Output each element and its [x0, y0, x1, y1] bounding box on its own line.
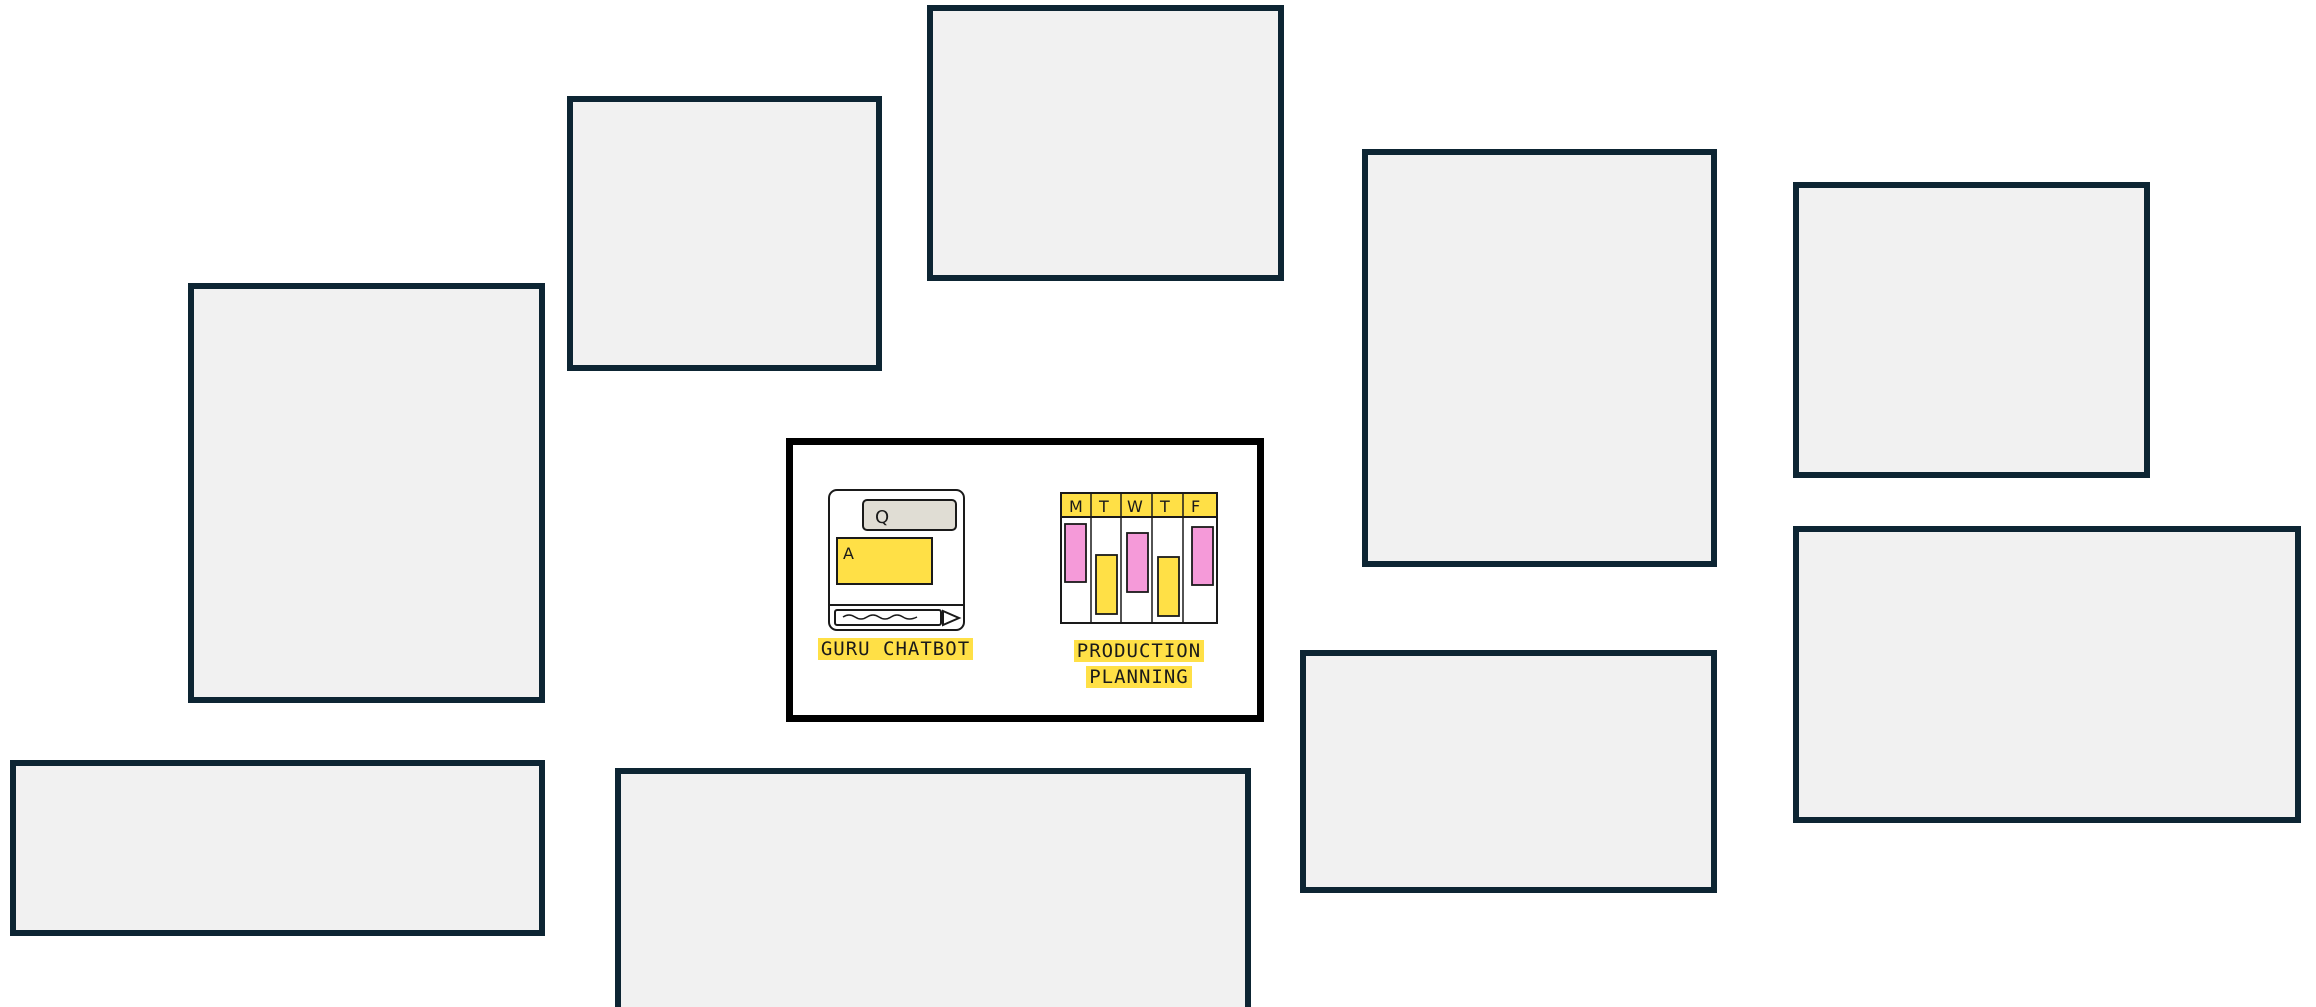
question-label: Q [875, 507, 889, 528]
planning-caption: PRODUCTION PLANNING [1059, 638, 1219, 690]
day-label-mon: M [1069, 497, 1083, 516]
task-block-fri [1192, 527, 1213, 585]
message-input-sketch [835, 610, 941, 625]
placeholder-frame-8[interactable] [10, 760, 545, 936]
placeholder-frame-9[interactable] [615, 768, 1251, 1007]
day-label-wed: W [1127, 497, 1143, 516]
placeholder-frame-3[interactable] [927, 5, 1284, 281]
chatbot-caption-text: GURU CHATBOT [818, 638, 973, 660]
day-label-fri: F [1191, 497, 1200, 516]
chat-window-icon: Q A [829, 490, 964, 630]
placeholder-frame-5[interactable] [1793, 182, 2150, 478]
weekly-schedule-icon: M T W T F [1061, 493, 1217, 623]
placeholder-frame-7[interactable] [1300, 650, 1717, 893]
placeholder-frame-1[interactable] [188, 283, 545, 703]
featured-card[interactable]: Q A M T W T F [786, 438, 1264, 722]
task-block-tue [1096, 555, 1117, 614]
placeholder-frame-4[interactable] [1362, 149, 1717, 567]
day-label-tue: T [1098, 497, 1109, 516]
answer-label: A [843, 544, 854, 563]
chatbot-caption: GURU CHATBOT [813, 636, 978, 662]
planning-caption-line2: PLANNING [1086, 666, 1192, 688]
task-block-wed [1127, 533, 1148, 592]
placeholder-frame-2[interactable] [567, 96, 882, 371]
placeholder-frame-6[interactable] [1793, 526, 2301, 823]
task-block-mon [1065, 524, 1086, 582]
day-label-thu: T [1159, 497, 1170, 516]
task-block-thu [1158, 557, 1179, 616]
planning-caption-line1: PRODUCTION [1074, 640, 1204, 662]
